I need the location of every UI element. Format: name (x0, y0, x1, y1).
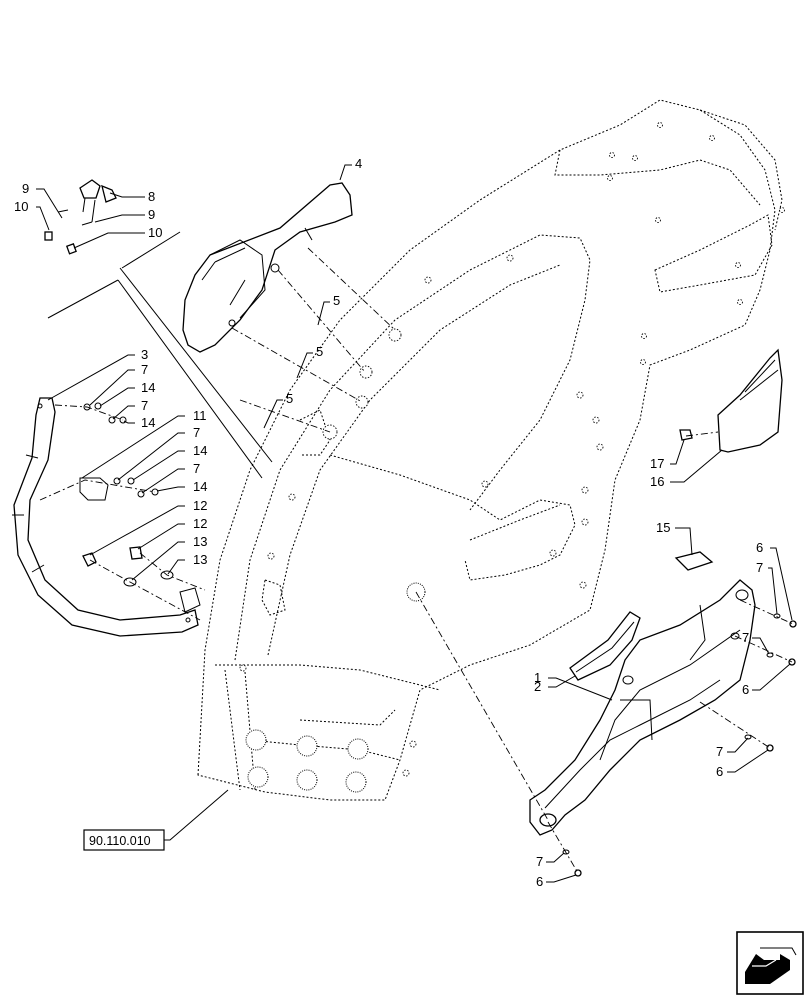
strip-part-2 (569, 611, 641, 681)
callout-13: 13 (193, 534, 207, 549)
callout-17: 17 (650, 456, 664, 471)
handle-part-4 (182, 182, 353, 353)
callout-15: 15 (656, 520, 670, 535)
callout-5: 5 (286, 391, 293, 406)
callout-7: 7 (141, 398, 148, 413)
callout-7: 7 (193, 461, 200, 476)
callout-11: 11 (193, 408, 207, 423)
callout-13: 13 (193, 552, 207, 567)
callout-7: 7 (756, 560, 763, 575)
callout-7: 7 (141, 362, 148, 377)
section-lines (47, 231, 273, 479)
callout-12: 12 (193, 498, 207, 513)
leader-lines (36, 164, 793, 883)
rail-fasteners (82, 402, 174, 587)
callout-7: 7 (716, 744, 723, 759)
callout-5: 5 (333, 293, 340, 308)
callout-6: 6 (536, 874, 543, 889)
callout-2: 2 (534, 679, 541, 694)
fender-bosses (245, 582, 426, 793)
callout-4: 4 (355, 156, 362, 171)
callout-14: 14 (193, 479, 207, 494)
callout-14: 14 (141, 380, 155, 395)
callout-16: 16 (650, 474, 664, 489)
callout-labels: 4 5 5 5 9 8 10 9 10 3 7 14 7 14 11 7 14 … (14, 156, 763, 889)
callout-9: 9 (148, 207, 155, 222)
callout-1: 1 (534, 670, 541, 685)
fasteners-8-9-10 (44, 179, 117, 255)
assembly-lines (39, 247, 794, 874)
callout-3: 3 (141, 347, 148, 362)
lamp-part-16 (679, 348, 783, 453)
grab-rail-part-3 (12, 397, 201, 637)
extension-fasteners (562, 613, 797, 877)
callout-8: 8 (148, 189, 155, 204)
callout-9: 9 (22, 181, 29, 196)
callout-5: 5 (316, 344, 323, 359)
callout-6: 6 (742, 682, 749, 697)
callout-7: 7 (536, 854, 543, 869)
callout-7: 7 (742, 630, 749, 645)
reference-link[interactable]: 90.110.010 (83, 829, 165, 851)
callout-12: 12 (193, 516, 207, 531)
callout-10: 10 (14, 199, 28, 214)
extension-part-1 (529, 579, 756, 836)
pad-part-15 (674, 551, 714, 571)
callout-6: 6 (756, 540, 763, 555)
next-page-arrow-icon[interactable] (736, 931, 804, 995)
callout-7: 7 (193, 425, 200, 440)
fender-holes (239, 122, 785, 777)
callout-14: 14 (193, 443, 207, 458)
callout-6: 6 (716, 764, 723, 779)
callout-14: 14 (141, 415, 155, 430)
reference-label[interactable]: 90.110.010 (89, 834, 151, 848)
callout-10: 10 (148, 225, 162, 240)
